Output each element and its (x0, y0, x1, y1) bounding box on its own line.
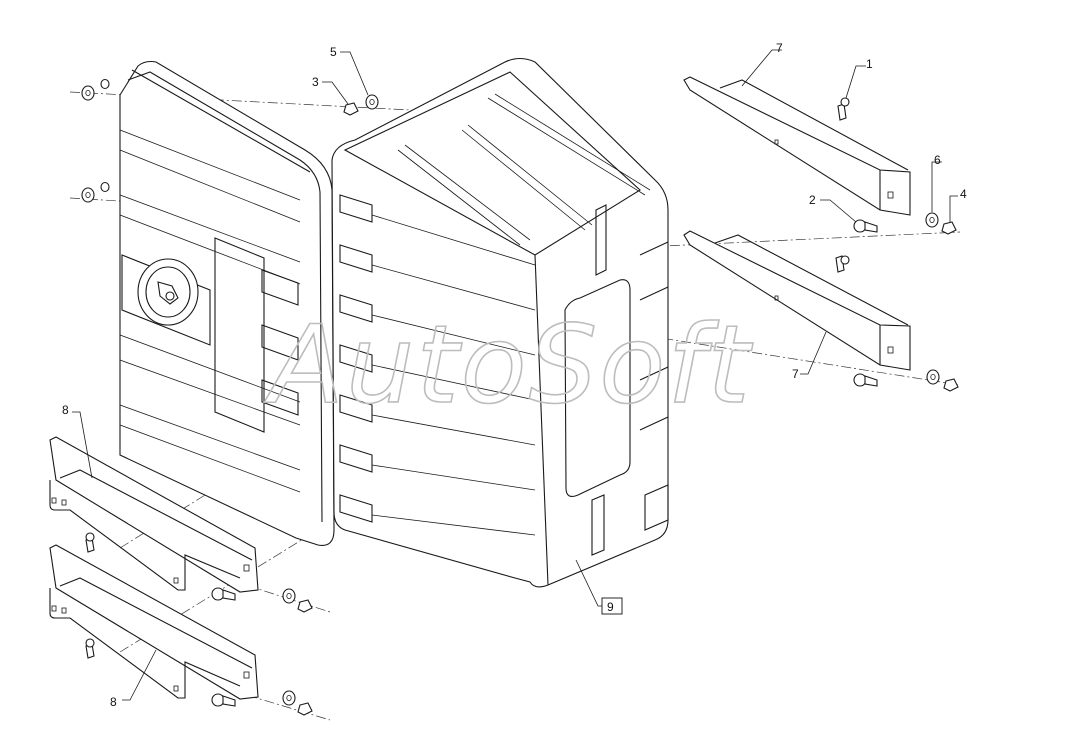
lid-hinge-hardware (81, 78, 110, 203)
callout-9-box (601, 597, 623, 615)
callout-9: 9 (607, 600, 614, 614)
callout-labels: 1 2 3 4 5 6 7 7 8 8 9 (62, 41, 967, 709)
callout-8-upper: 8 (62, 403, 69, 417)
watermark-text: AutoSoft (264, 303, 753, 428)
bracket-hardware (835, 97, 959, 392)
toolbox-body (331, 57, 669, 588)
callout-3: 3 (312, 75, 319, 89)
mount-bracket-a (49, 436, 313, 613)
callout-8-lower: 8 (110, 695, 117, 709)
callout-6: 6 (934, 153, 941, 167)
callout-2: 2 (809, 193, 816, 207)
callout-7-upper: 7 (776, 41, 783, 55)
callout-7-lower: 7 (792, 367, 799, 381)
leader-lines (72, 49, 958, 701)
mount-bracket-b (49, 544, 313, 716)
bracket-upper (683, 76, 911, 216)
toolbox-lid (119, 60, 335, 546)
callout-1: 1 (866, 57, 873, 71)
top-hardware (343, 94, 379, 116)
bracket-lower (683, 230, 911, 371)
callout-4: 4 (960, 187, 967, 201)
callout-5: 5 (330, 45, 337, 59)
